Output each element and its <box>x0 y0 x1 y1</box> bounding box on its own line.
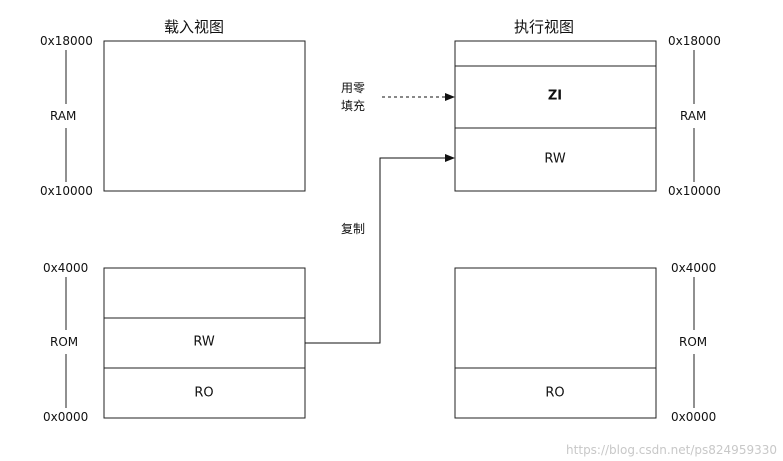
right-rom-bottom-address: 0x0000 <box>671 410 717 424</box>
watermark-text: https://blog.csdn.net/ps824959330 <box>566 443 777 457</box>
copy-arrow <box>305 154 455 344</box>
left-rom-top-address: 0x4000 <box>43 261 89 275</box>
left-ram-top-address: 0x18000 <box>40 34 93 48</box>
copy-note: 复制 <box>341 222 366 236</box>
left-ram-label: RAM <box>50 109 77 123</box>
left-rom-bottom-address: 0x0000 <box>43 410 89 424</box>
load-view-title: 载入视图 <box>163 18 225 36</box>
right-ram-top-address: 0x18000 <box>668 34 721 48</box>
right-rom-label: ROM <box>679 335 708 349</box>
exec-rom-box <box>454 267 657 419</box>
exec-rw-segment-label: RW <box>544 151 566 167</box>
load-rw-segment-label: RW <box>193 334 215 350</box>
exec-ro-segment-label: RO <box>545 385 565 401</box>
left-ram-bottom-address: 0x10000 <box>40 184 93 198</box>
right-ram-label: RAM <box>680 109 707 123</box>
right-ram-bottom-address: 0x10000 <box>668 184 721 198</box>
right-rom-top-address: 0x4000 <box>671 261 717 275</box>
exec-zi-segment-label: ZI <box>547 88 563 104</box>
left-rom-label: ROM <box>50 335 79 349</box>
zero-fill-note: 用零 填充 <box>341 79 365 115</box>
load-ro-segment-label: RO <box>194 385 214 401</box>
zero-fill-note-line2: 填充 <box>341 99 366 113</box>
load-ram-box <box>103 40 306 192</box>
exec-view-title: 执行视图 <box>513 18 575 36</box>
exec-ram-box <box>454 40 657 192</box>
zero-fill-note-line1: 用零 <box>341 81 366 95</box>
load-rom-box <box>103 267 306 419</box>
